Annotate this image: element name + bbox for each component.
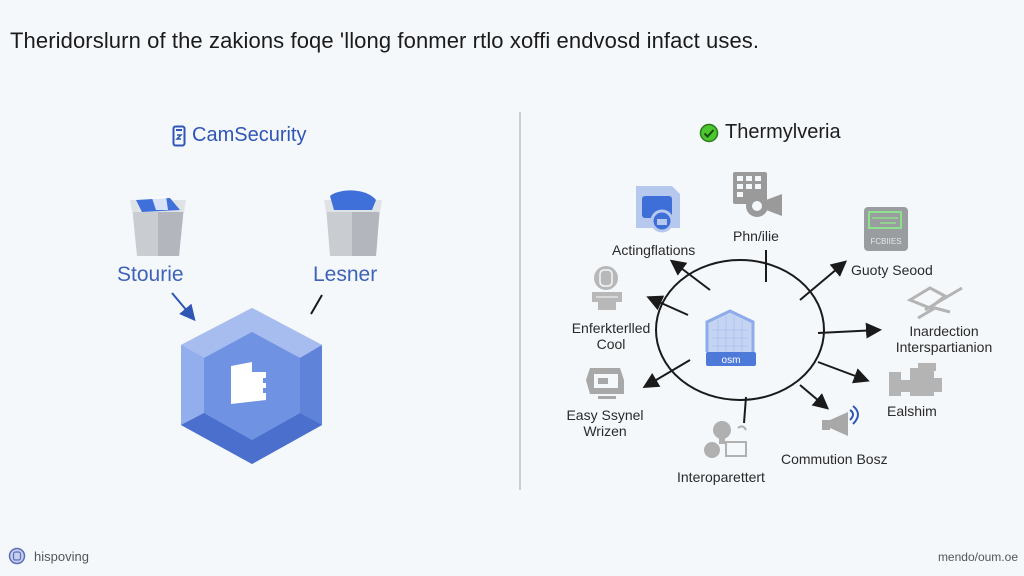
central-loop: [655, 259, 825, 401]
logo-circle-icon: [8, 547, 26, 565]
cloud-devices-icon[interactable]: [704, 421, 747, 458]
line-to-interop: [743, 396, 747, 424]
stourie-label: Stourie: [117, 263, 184, 286]
easy-label: Easy Ssynel Wrizen: [566, 407, 644, 439]
center-badge: osm: [722, 355, 741, 366]
line-lesner-to-hub: [310, 294, 323, 315]
monitor-card-icon[interactable]: FCBIIES: [864, 207, 908, 251]
actingflations-label: Actingflations: [612, 242, 696, 258]
arrow-stourie-to-hub: [171, 292, 196, 322]
camera-file-icon: [231, 362, 269, 404]
phn-label: Phn/ilie: [733, 228, 779, 244]
thermylveria-label: Thermylveria: [725, 121, 841, 143]
thermylveria-brand: Thermylveria: [699, 121, 841, 144]
footer-brand-label: hispoving: [34, 548, 89, 564]
monitor-card-text: FCBIIES: [870, 237, 901, 246]
handshake-icon[interactable]: [906, 286, 963, 320]
arrow-to-enferk: [646, 295, 689, 316]
arrow-to-easy: [642, 359, 691, 389]
interop-label: Interoparettert: [677, 469, 765, 485]
storage-bin-icon: [324, 190, 382, 256]
video-grid-icon[interactable]: [733, 172, 782, 217]
guoty-label: Guoty Seood: [851, 262, 933, 278]
footer-url[interactable]: mendo/oum.oe: [937, 550, 1018, 564]
camsecurity-label: CamSecurity: [192, 124, 307, 146]
server-icon[interactable]: [592, 266, 622, 310]
megaphone-wifi-icon[interactable]: [822, 405, 859, 436]
document-lock-icon[interactable]: [636, 186, 680, 233]
commution-label: Commution Bosz: [781, 451, 888, 467]
check-circle-icon: [699, 123, 719, 142]
storage-bin-icon: [130, 196, 186, 256]
display-icon[interactable]: [586, 368, 624, 399]
lesner-node[interactable]: [324, 190, 382, 256]
lesner-label: Lesner: [313, 263, 378, 286]
arrow-to-actingflations: [669, 259, 711, 291]
arrow-to-inardection: [817, 322, 882, 339]
enferk-label: Enferkterlled Cool: [571, 320, 651, 352]
arrow-to-ealshim: [817, 361, 870, 384]
camsecurity-brand: CamSecurity: [172, 124, 306, 147]
center-building-icon[interactable]: osm: [705, 309, 756, 366]
footer-brand[interactable]: hispoving: [8, 547, 89, 565]
machinery-icon[interactable]: [889, 363, 942, 396]
panel-divider: [519, 112, 521, 490]
ealshim-label: Ealshim: [887, 403, 937, 419]
arrow-to-commution: [799, 384, 830, 410]
page-title: Theridorslurn of the zakions foqe 'llong…: [10, 28, 760, 53]
inardection-label: Inardection Interspartianion: [895, 323, 993, 355]
arrow-to-guoty: [799, 260, 848, 301]
hexagon-hub[interactable]: [181, 308, 322, 464]
stourie-node[interactable]: [130, 196, 186, 256]
phone-icon: [172, 125, 186, 146]
